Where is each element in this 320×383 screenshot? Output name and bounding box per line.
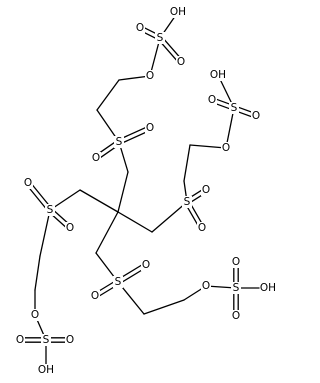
hydroxyl-label: OH: [170, 6, 186, 18]
atom-label-background: [90, 290, 100, 302]
bond-lines: [19, 11, 269, 371]
atom-label-background: [251, 110, 261, 122]
hydroxyl-label: OH: [260, 282, 276, 294]
single-bond: [149, 37, 161, 77]
oxygen-atom-label: O: [91, 290, 99, 302]
atom-label-background: [231, 256, 241, 268]
single-bond: [143, 299, 185, 315]
atom-label-background: [169, 6, 187, 18]
sulfur-atom-label: S: [47, 204, 54, 216]
atom-label-background: [45, 204, 55, 216]
atom-label-background: [209, 69, 227, 81]
atom-label-background: [197, 222, 207, 234]
single-bond: [95, 211, 119, 254]
oxygen-atom-label: O: [208, 94, 216, 106]
atom-label-background: [15, 334, 25, 346]
single-bond: [96, 79, 120, 111]
oxygen-atom-label: O: [202, 280, 210, 292]
atom-label-background: [114, 136, 124, 148]
sulfur-atom-label: S: [233, 282, 240, 294]
atom-label-background: [176, 56, 186, 68]
oxygen-atom-label: O: [198, 222, 206, 234]
oxygen-atom-label: O: [202, 184, 210, 196]
atom-label-background: [30, 309, 40, 321]
single-bond: [151, 201, 188, 233]
hydroxyl-label: OH: [210, 69, 226, 81]
oxygen-atom-label: O: [252, 110, 260, 122]
atom-label-background: [145, 70, 155, 82]
single-bond: [79, 189, 119, 213]
oxygen-atom-label: O: [66, 222, 74, 234]
atom-label-background: [65, 334, 75, 346]
sulfur-atom-label: S: [184, 196, 191, 208]
single-bond: [189, 144, 227, 149]
atom-label-background: [231, 310, 241, 322]
oxygen-atom-label: O: [136, 22, 144, 34]
oxygen-atom-label: O: [31, 309, 39, 321]
atom-label-background: [231, 282, 241, 294]
oxygen-atom-label: O: [146, 70, 154, 82]
sulfur-atom-label: S: [115, 276, 122, 288]
atom-label-background: [221, 142, 231, 154]
single-bond: [39, 209, 51, 257]
atom-label-background: [91, 152, 101, 164]
sulfur-atom-label: S: [231, 102, 238, 114]
single-bond: [118, 75, 151, 81]
atom-label-background: [155, 32, 165, 44]
atom-label-background: [23, 177, 33, 189]
atom-label-background: [201, 280, 211, 292]
single-bond: [225, 107, 235, 149]
single-bond: [117, 211, 153, 233]
oxygen-atom-label: O: [66, 334, 74, 346]
atom-label-background: [113, 276, 123, 288]
oxygen-atom-label: O: [232, 310, 240, 322]
atom-label-background: [65, 222, 75, 234]
oxygen-atom-label: O: [24, 177, 32, 189]
atom-label-background: [141, 259, 151, 271]
atom-label-background: [207, 94, 217, 106]
oxygen-atom-label: O: [142, 259, 150, 271]
atom-label-background: [182, 196, 192, 208]
single-bond: [34, 255, 41, 291]
hydroxyl-label: OH: [38, 364, 54, 376]
single-bond: [117, 171, 129, 213]
oxygen-atom-label: O: [92, 152, 100, 164]
atom-label-background: [201, 184, 211, 196]
atom-label-background: [37, 364, 55, 376]
atom-label-background: [135, 22, 145, 34]
oxygen-atom-label: O: [177, 56, 185, 68]
oxygen-atom-label: O: [16, 334, 24, 346]
sulfur-atom-label: S: [157, 32, 164, 44]
oxygen-atom-label: O: [146, 122, 154, 134]
oxygen-atom-label: O: [222, 142, 230, 154]
atom-label-background: [41, 334, 51, 346]
atom-label-background: [229, 102, 239, 114]
oxygen-atom-label: O: [232, 256, 240, 268]
sulfur-atom-label: S: [116, 136, 123, 148]
single-bond: [183, 144, 191, 182]
atom-label-background: [145, 122, 155, 134]
atom-label-background: [259, 282, 277, 294]
sulfur-atom-label: S: [43, 334, 50, 346]
